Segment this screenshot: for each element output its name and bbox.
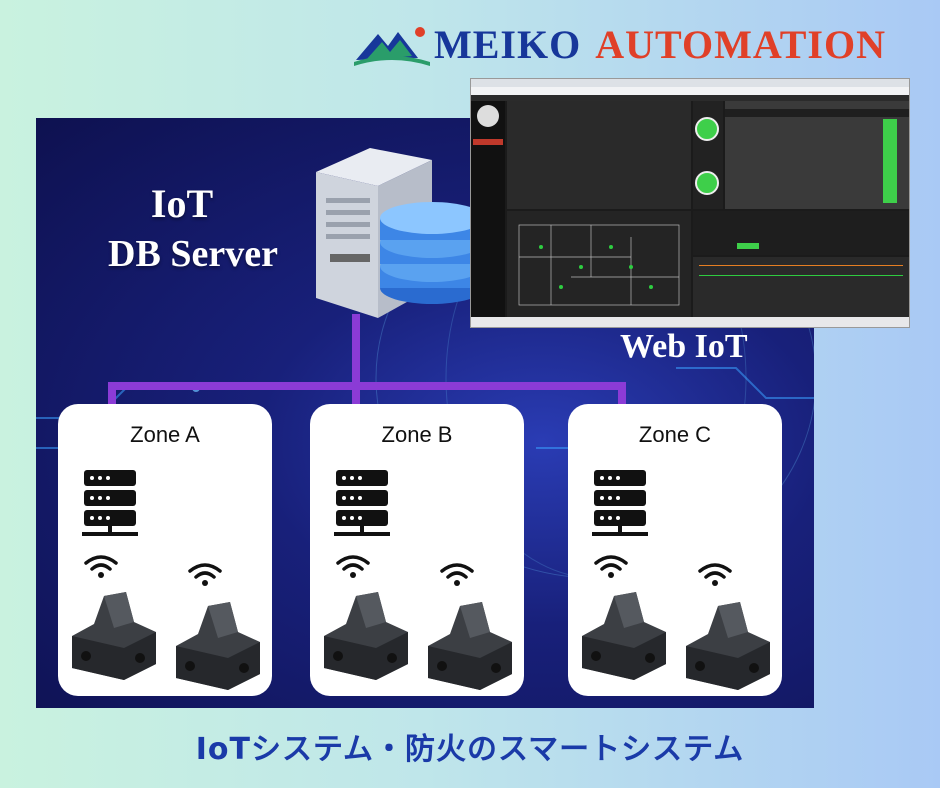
zone-b: Zone B (310, 404, 524, 696)
iot-sensor-device-icon (428, 602, 512, 690)
iot-sensor-device-icon (72, 592, 156, 680)
rack-server-icon (334, 470, 390, 536)
zone-b-label: Zone B (381, 422, 453, 447)
wifi-icon (84, 555, 118, 578)
tagline: IoTシステム・防火のスマートシステム (195, 732, 745, 767)
mountain-logo-icon (354, 27, 430, 66)
rack-server-icon (82, 470, 138, 536)
zone-a: Zone A (58, 404, 272, 696)
wifi-icon (188, 563, 222, 586)
server-title-line2: DB Server (108, 233, 278, 275)
iot-sensor-device-icon (582, 592, 666, 680)
brand-header: MEIKO AUTOMATION (352, 18, 932, 70)
iot-sensor-device-icon (176, 602, 260, 690)
server-title-line1: IoT (150, 181, 214, 226)
web-iot-label: Web IoT (620, 328, 748, 365)
zone-c-label: Zone C (638, 422, 712, 447)
wifi-icon (336, 555, 370, 578)
brand-meiko: MEIKO (434, 21, 582, 67)
trunk-line-vertical (352, 314, 360, 386)
zone-a-label: Zone A (130, 422, 200, 447)
zone-c: Zone C (568, 404, 782, 696)
floor-plan-icon (518, 224, 680, 306)
rack-server-icon (592, 470, 648, 536)
iot-sensor-device-icon (324, 592, 408, 680)
web-dashboard-screenshot (470, 78, 910, 328)
wifi-icon (698, 563, 732, 586)
db-server-icon (316, 148, 484, 318)
trunk-line-horizontal (108, 382, 626, 390)
iot-sensor-device-icon (686, 602, 770, 690)
wifi-icon (440, 563, 474, 586)
wifi-icon (594, 555, 628, 578)
brand-automation: AUTOMATION (595, 21, 886, 67)
